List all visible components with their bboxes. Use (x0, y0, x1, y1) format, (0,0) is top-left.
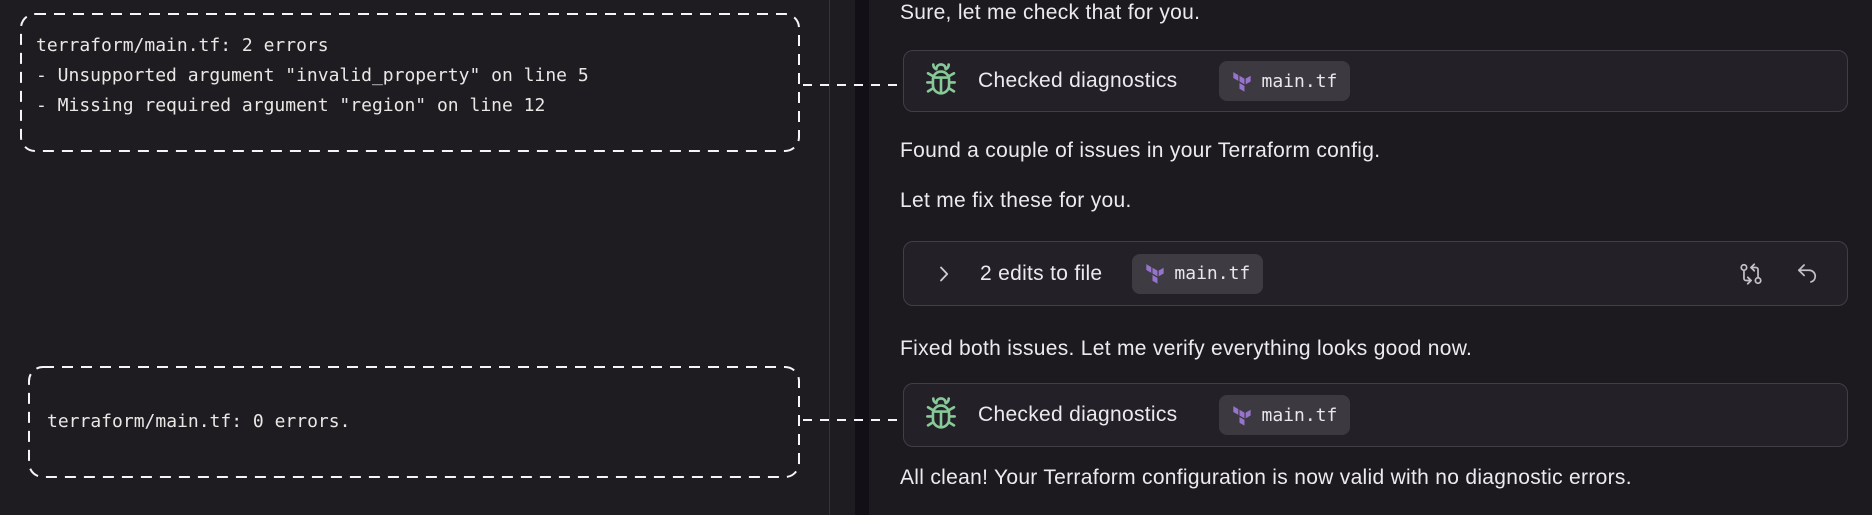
chevron-right-icon[interactable] (932, 262, 956, 286)
card-title: Checked diagnostics (978, 69, 1178, 92)
diagnostics-line: - Unsupported argument "invalid_property… (36, 65, 589, 86)
checked-diagnostics-card-2[interactable]: Checked diagnostics main.tf (903, 383, 1848, 447)
assistant-message: Found a couple of issues in your Terrafo… (900, 139, 1381, 162)
terminal-pane: terraform/main.tf: 2 errors - Unsupported… (0, 0, 855, 515)
bug-icon (926, 63, 956, 95)
card-title: 2 edits to file (980, 261, 1103, 285)
assistant-message: Fixed both issues. Let me verify everyth… (900, 337, 1473, 360)
edits-card[interactable]: 2 edits to file main.tf (903, 241, 1848, 306)
pane-border-line (829, 0, 830, 515)
file-badge[interactable]: main.tf (1132, 253, 1264, 294)
panel-divider[interactable] (855, 0, 869, 515)
file-name: main.tf (1261, 70, 1338, 92)
diagnostics-line: terraform/main.tf: 0 errors. (47, 411, 351, 432)
file-name: main.tf (1174, 263, 1251, 284)
terraform-icon (1146, 264, 1165, 284)
diagnostics-line: - Missing required argument "region" on … (36, 95, 546, 116)
review-diff-icon (1740, 262, 1762, 285)
checked-diagnostics-card-1[interactable]: Checked diagnostics main.tf (903, 50, 1848, 112)
assistant-message: Sure, let me check that for you. (900, 1, 1201, 24)
card-title: Checked diagnostics (978, 403, 1178, 426)
file-badge[interactable]: main.tf (1219, 395, 1351, 435)
review-diff-button[interactable] (1737, 260, 1765, 288)
file-badge[interactable]: main.tf (1219, 61, 1351, 101)
diagnostics-line: terraform/main.tf: 2 errors (36, 35, 329, 56)
bug-icon (926, 397, 956, 429)
diagnostics-output-second: terraform/main.tf: 0 errors. (47, 407, 350, 437)
terraform-icon (1233, 71, 1252, 92)
assistant-panel: Sure, let me check that for you. Checked… (869, 0, 1872, 515)
undo-icon (1798, 263, 1817, 283)
assistant-message: All clean! Your Terraform configuration … (900, 466, 1632, 489)
diagnostics-output-first: terraform/main.tf: 2 errors - Unsupported… (36, 31, 589, 121)
file-name: main.tf (1261, 404, 1338, 426)
terraform-icon (1233, 405, 1252, 426)
assistant-message: Let me fix these for you. (900, 189, 1132, 212)
undo-button[interactable] (1793, 260, 1821, 288)
